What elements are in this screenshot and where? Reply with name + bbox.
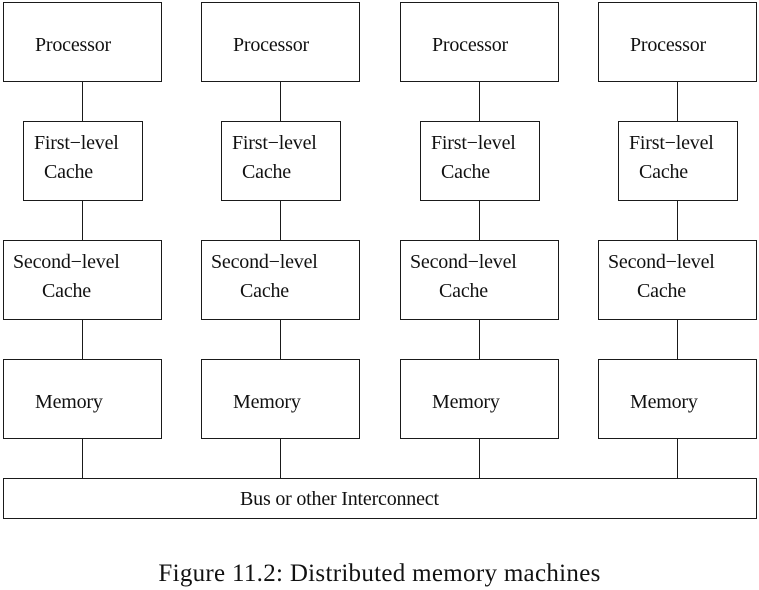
processor-box: Processor xyxy=(201,2,360,82)
second-level-cache-label: Cache xyxy=(637,280,686,302)
connector-line xyxy=(677,439,678,478)
connector-line xyxy=(280,201,281,240)
processor-label: Processor xyxy=(432,34,508,56)
first-level-cache-label: First−level xyxy=(629,132,714,154)
connector-line xyxy=(82,201,83,240)
first-level-cache-label: Cache xyxy=(242,161,291,183)
processor-label: Processor xyxy=(35,34,111,56)
processor-label: Processor xyxy=(233,34,309,56)
processor-box: Processor xyxy=(3,2,162,82)
first-level-cache-label: First−level xyxy=(431,132,516,154)
first-level-cache-label: First−level xyxy=(34,132,119,154)
figure-caption: Figure 11.2: Distributed memory machines xyxy=(158,560,601,587)
second-level-cache-label: Cache xyxy=(240,280,289,302)
second-level-cache-label: Second−level xyxy=(211,251,318,273)
first-level-cache-label: First−level xyxy=(232,132,317,154)
connector-line xyxy=(479,320,480,359)
connector-line xyxy=(82,82,83,121)
second-level-cache-label: Cache xyxy=(42,280,91,302)
memory-box: Memory xyxy=(598,359,757,439)
processor-label: Processor xyxy=(630,34,706,56)
memory-label: Memory xyxy=(233,391,301,413)
bus-interconnect-label: Bus or other Interconnect xyxy=(240,488,439,510)
connector-line xyxy=(280,320,281,359)
processor-box: Processor xyxy=(598,2,757,82)
connector-line xyxy=(479,439,480,478)
first-level-cache-label: Cache xyxy=(44,161,93,183)
connector-line xyxy=(82,439,83,478)
first-level-cache-label: Cache xyxy=(441,161,490,183)
processor-box: Processor xyxy=(400,2,559,82)
bus-interconnect-box: Bus or other Interconnect xyxy=(3,478,757,519)
memory-label: Memory xyxy=(35,391,103,413)
connector-line xyxy=(280,439,281,478)
connector-line xyxy=(82,320,83,359)
connector-line xyxy=(479,201,480,240)
second-level-cache-label: Second−level xyxy=(13,251,120,273)
memory-label: Memory xyxy=(630,391,698,413)
connector-line xyxy=(677,82,678,121)
connector-line xyxy=(280,82,281,121)
memory-box: Memory xyxy=(400,359,559,439)
memory-box: Memory xyxy=(201,359,360,439)
first-level-cache-label: Cache xyxy=(639,161,688,183)
connector-line xyxy=(677,201,678,240)
second-level-cache-label: Second−level xyxy=(608,251,715,273)
memory-box: Memory xyxy=(3,359,162,439)
connector-line xyxy=(677,320,678,359)
connector-line xyxy=(479,82,480,121)
second-level-cache-label: Second−level xyxy=(410,251,517,273)
memory-label: Memory xyxy=(432,391,500,413)
second-level-cache-label: Cache xyxy=(439,280,488,302)
